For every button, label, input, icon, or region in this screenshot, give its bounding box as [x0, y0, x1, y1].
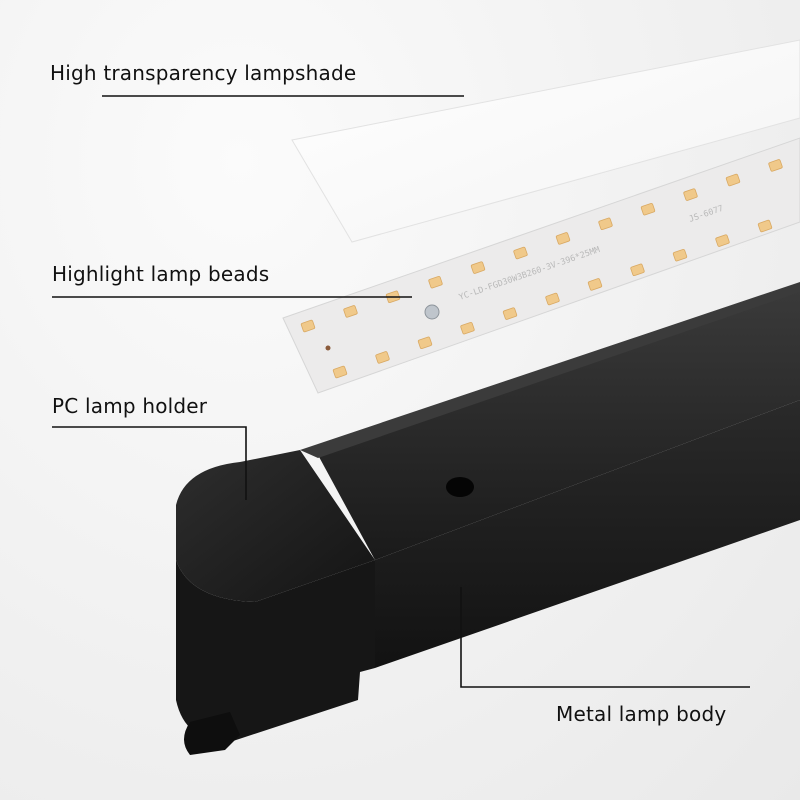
body-front	[375, 400, 800, 668]
led-beads	[300, 159, 783, 379]
led-bead	[640, 202, 656, 216]
lamp-holder-top	[176, 450, 375, 602]
holder-callout-line	[52, 426, 247, 500]
led-bead	[725, 173, 741, 187]
lamp-beads-label: Highlight lamp beads	[52, 262, 270, 286]
led-bead	[375, 351, 390, 364]
led-bead	[715, 234, 730, 247]
led-bead	[300, 319, 316, 333]
led-bead	[555, 232, 571, 245]
led-bead	[460, 321, 475, 335]
led-bead	[332, 365, 348, 379]
body-callout-line	[460, 587, 750, 688]
lamp-body-label: Metal lamp body	[556, 702, 727, 726]
led-bead	[417, 336, 433, 350]
lamp-holder-connector	[184, 712, 240, 755]
lampshade-strip	[291, 39, 800, 243]
led-board	[282, 137, 800, 394]
board-screw	[424, 304, 440, 320]
led-bead	[428, 275, 443, 289]
led-bead	[587, 278, 603, 291]
led-bead	[502, 307, 518, 320]
body-mount-hole	[446, 477, 474, 497]
board-hole	[325, 345, 331, 351]
lamp-holder-side	[176, 560, 375, 742]
body-channel	[318, 290, 800, 560]
led-bead	[470, 261, 486, 274]
callout-lines	[52, 95, 750, 688]
led-bead	[683, 188, 698, 201]
lamp-holder-label: PC lamp holder	[52, 394, 208, 418]
led-bead	[630, 263, 645, 277]
led-bead	[343, 305, 358, 318]
led-bead	[768, 159, 783, 172]
led-bead	[545, 292, 560, 306]
led-bead	[672, 248, 688, 262]
lampshade-label: High transparency lampshade	[50, 61, 357, 85]
led-bead	[757, 219, 773, 233]
led-bead	[598, 217, 613, 231]
body-rim	[300, 282, 800, 458]
led-bead	[513, 246, 528, 260]
